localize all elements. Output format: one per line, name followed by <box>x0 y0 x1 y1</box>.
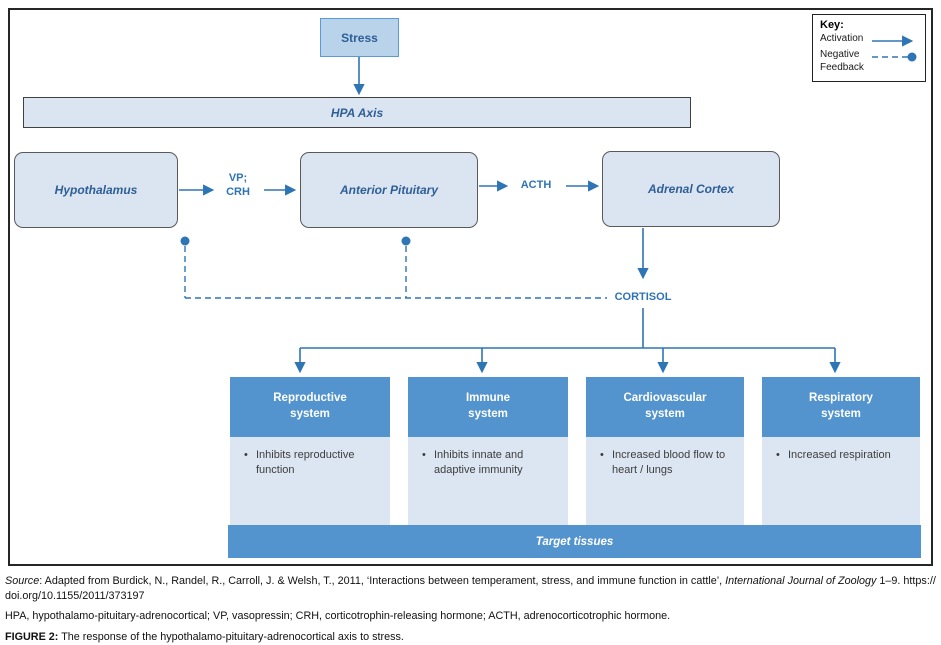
figure-footer: Source: Adapted from Burdick, N., Randel… <box>5 574 937 645</box>
negative-feedback-line-icon <box>872 52 917 62</box>
source-journal: International Journal of Zoology <box>725 575 877 587</box>
reproductive-system-body: • Inhibits reproductive function <box>230 437 390 529</box>
reproductive-system-column: Reproductive system • Inhibits reproduct… <box>230 377 390 529</box>
abbreviations-line: HPA, hypothalamo-pituitary-adrenocortica… <box>5 610 671 623</box>
reproductive-system-bullet: Inhibits reproductive function <box>256 449 355 477</box>
source-tail: 1–9. https:// <box>876 575 936 587</box>
figure-label: FIGURE 2: <box>5 631 59 644</box>
immune-system-bullet: Inhibits innate and adaptive immunity <box>434 449 524 477</box>
bullet-icon: • <box>600 449 604 461</box>
legend-negative-feedback-label: Negative Feedback <box>820 49 864 73</box>
respiratory-system-column: Respiratory system • Increased respirati… <box>762 377 920 529</box>
stress-box: Stress <box>320 18 399 57</box>
cortisol-label: CORTISOL <box>614 291 672 303</box>
source-citation: Source: Adapted from Burdick, N., Randel… <box>5 574 937 589</box>
reproductive-system-header: Reproductive system <box>230 377 390 437</box>
immune-system-body: • Inhibits innate and adaptive immunity <box>408 437 568 529</box>
legend-row-activation: Activation <box>820 33 918 47</box>
cardiovascular-system-column: Cardiovascular system • Increased blood … <box>586 377 744 529</box>
legend-row-negative-feedback: Negative Feedback <box>820 49 918 74</box>
bullet-icon: • <box>422 449 426 461</box>
respiratory-system-body: • Increased respiration <box>762 437 920 529</box>
bullet-icon: • <box>244 449 248 461</box>
adrenal-cortex-box: Adrenal Cortex <box>602 151 780 227</box>
target-tissues-bar: Target tissues <box>228 525 921 558</box>
immune-system-header: Immune system <box>408 377 568 437</box>
source-text: : Adapted from Burdick, N., Randel, R., … <box>39 575 726 587</box>
hpa-axis-bar: HPA Axis <box>23 97 691 128</box>
source-label: Source <box>5 575 40 587</box>
figure-caption: FIGURE 2: The response of the hypothalam… <box>5 630 937 645</box>
activation-arrow-icon <box>872 35 914 47</box>
acth-label: ACTH <box>520 179 552 191</box>
vp-crh-label: VP; CRH <box>226 172 250 198</box>
legend-activation-label: Activation <box>820 33 864 44</box>
bullet-icon: • <box>776 449 780 461</box>
respiratory-system-bullet: Increased respiration <box>788 449 891 461</box>
anterior-pituitary-box: Anterior Pituitary <box>300 152 478 228</box>
immune-system-column: Immune system • Inhibits innate and adap… <box>408 377 568 529</box>
cardiovascular-system-bullet: Increased blood flow to heart / lungs <box>612 449 726 477</box>
respiratory-system-header: Respiratory system <box>762 377 920 437</box>
source-citation-line2: doi.org/10.1155/2011/373197 <box>5 590 145 603</box>
legend-box: Key: Activation Negative Feedback <box>812 14 926 82</box>
cardiovascular-system-header: Cardiovascular system <box>586 377 744 437</box>
hypothalamus-box: Hypothalamus <box>14 152 178 228</box>
figure-caption-text: The response of the hypothalamo-pituitar… <box>58 631 404 644</box>
legend-title: Key: <box>820 19 844 31</box>
cardiovascular-system-body: • Increased blood flow to heart / lungs <box>586 437 744 529</box>
